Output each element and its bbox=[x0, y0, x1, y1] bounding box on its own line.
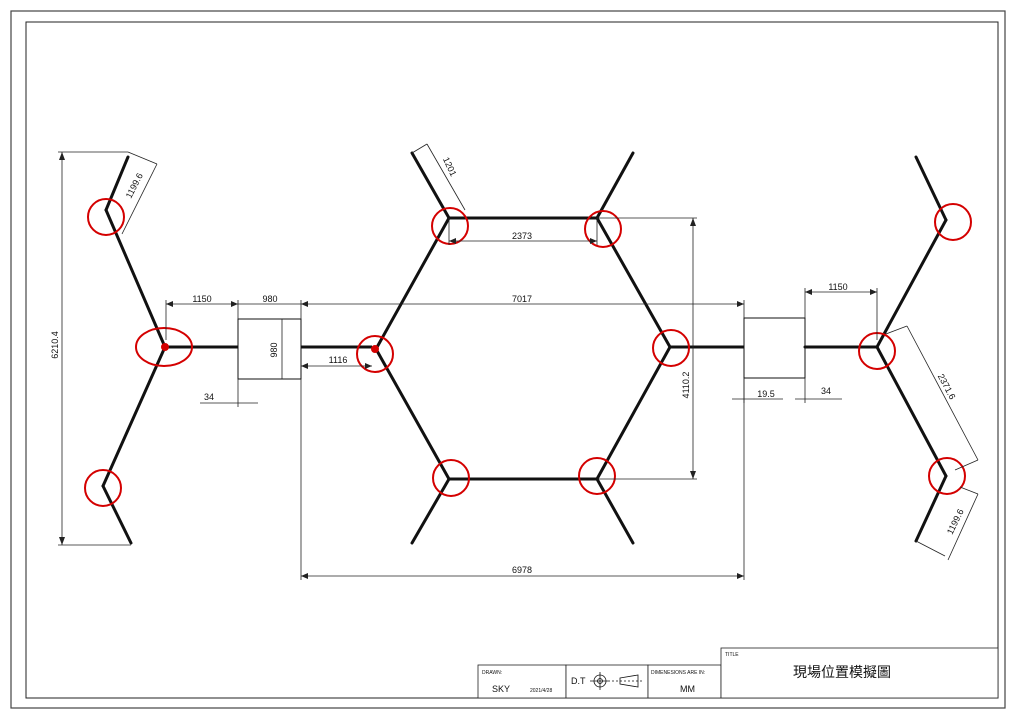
dim-34-left: 34 bbox=[204, 392, 214, 402]
dim-980-top: 980 bbox=[262, 294, 277, 304]
dimension-arrows bbox=[59, 152, 877, 579]
marker-hex-top-right bbox=[584, 210, 622, 248]
dim-6210-4: 6210.4 bbox=[50, 331, 60, 359]
marker-right-top bbox=[934, 203, 972, 241]
marker-hex-left bbox=[356, 335, 394, 373]
title-block: DRAWN: SKY 2021/4/28 D.T DIMENESIONS ARE… bbox=[477, 647, 999, 699]
marker-left-center-dot bbox=[161, 343, 169, 351]
dim-1116: 1116 bbox=[329, 355, 348, 365]
marker-left-top bbox=[87, 198, 125, 236]
right-box bbox=[743, 317, 806, 379]
hexagon-frame bbox=[374, 151, 672, 545]
drawn-by: SKY bbox=[492, 684, 510, 694]
dim-980-vertical: 980 bbox=[269, 342, 279, 357]
dim-2373: 2373 bbox=[512, 231, 532, 241]
marker-hex-right bbox=[652, 329, 690, 367]
highlight-markers bbox=[84, 198, 972, 507]
dim-6978: 6978 bbox=[512, 565, 532, 575]
dim-1150-right: 1150 bbox=[828, 282, 847, 292]
drawn-date: 2021/4/28 bbox=[530, 688, 552, 694]
dim-4110-2: 4110.2 bbox=[681, 372, 691, 399]
marker-hex-bottom-left bbox=[432, 459, 470, 497]
title-label: TITLE bbox=[725, 652, 739, 658]
left-box bbox=[237, 318, 302, 380]
dim-7017: 7017 bbox=[512, 294, 532, 304]
drawing-title: 現場位置模擬圖 bbox=[793, 665, 891, 681]
dimension-lines bbox=[58, 143, 979, 580]
dt-label: D.T bbox=[571, 676, 586, 686]
marker-left-center bbox=[135, 327, 193, 367]
dimensions-label: DIMENESIONS ARE IN: bbox=[651, 670, 705, 676]
marker-left-bottom bbox=[84, 469, 122, 507]
marker-hex-top-left bbox=[431, 207, 469, 245]
dim-34-right: 34 bbox=[821, 386, 831, 396]
marker-right-bottom bbox=[928, 457, 966, 495]
marker-hex-bottom-right bbox=[578, 457, 616, 495]
projection-symbol-icon bbox=[590, 672, 642, 690]
dim-1150-left: 1150 bbox=[192, 294, 211, 304]
units-value: MM bbox=[680, 684, 695, 694]
marker-hex-left-dot bbox=[371, 345, 379, 353]
drawn-label: DRAWN: bbox=[482, 670, 502, 676]
outer-frame bbox=[10, 10, 1006, 709]
dim-19-5: 19.5 bbox=[757, 389, 775, 399]
